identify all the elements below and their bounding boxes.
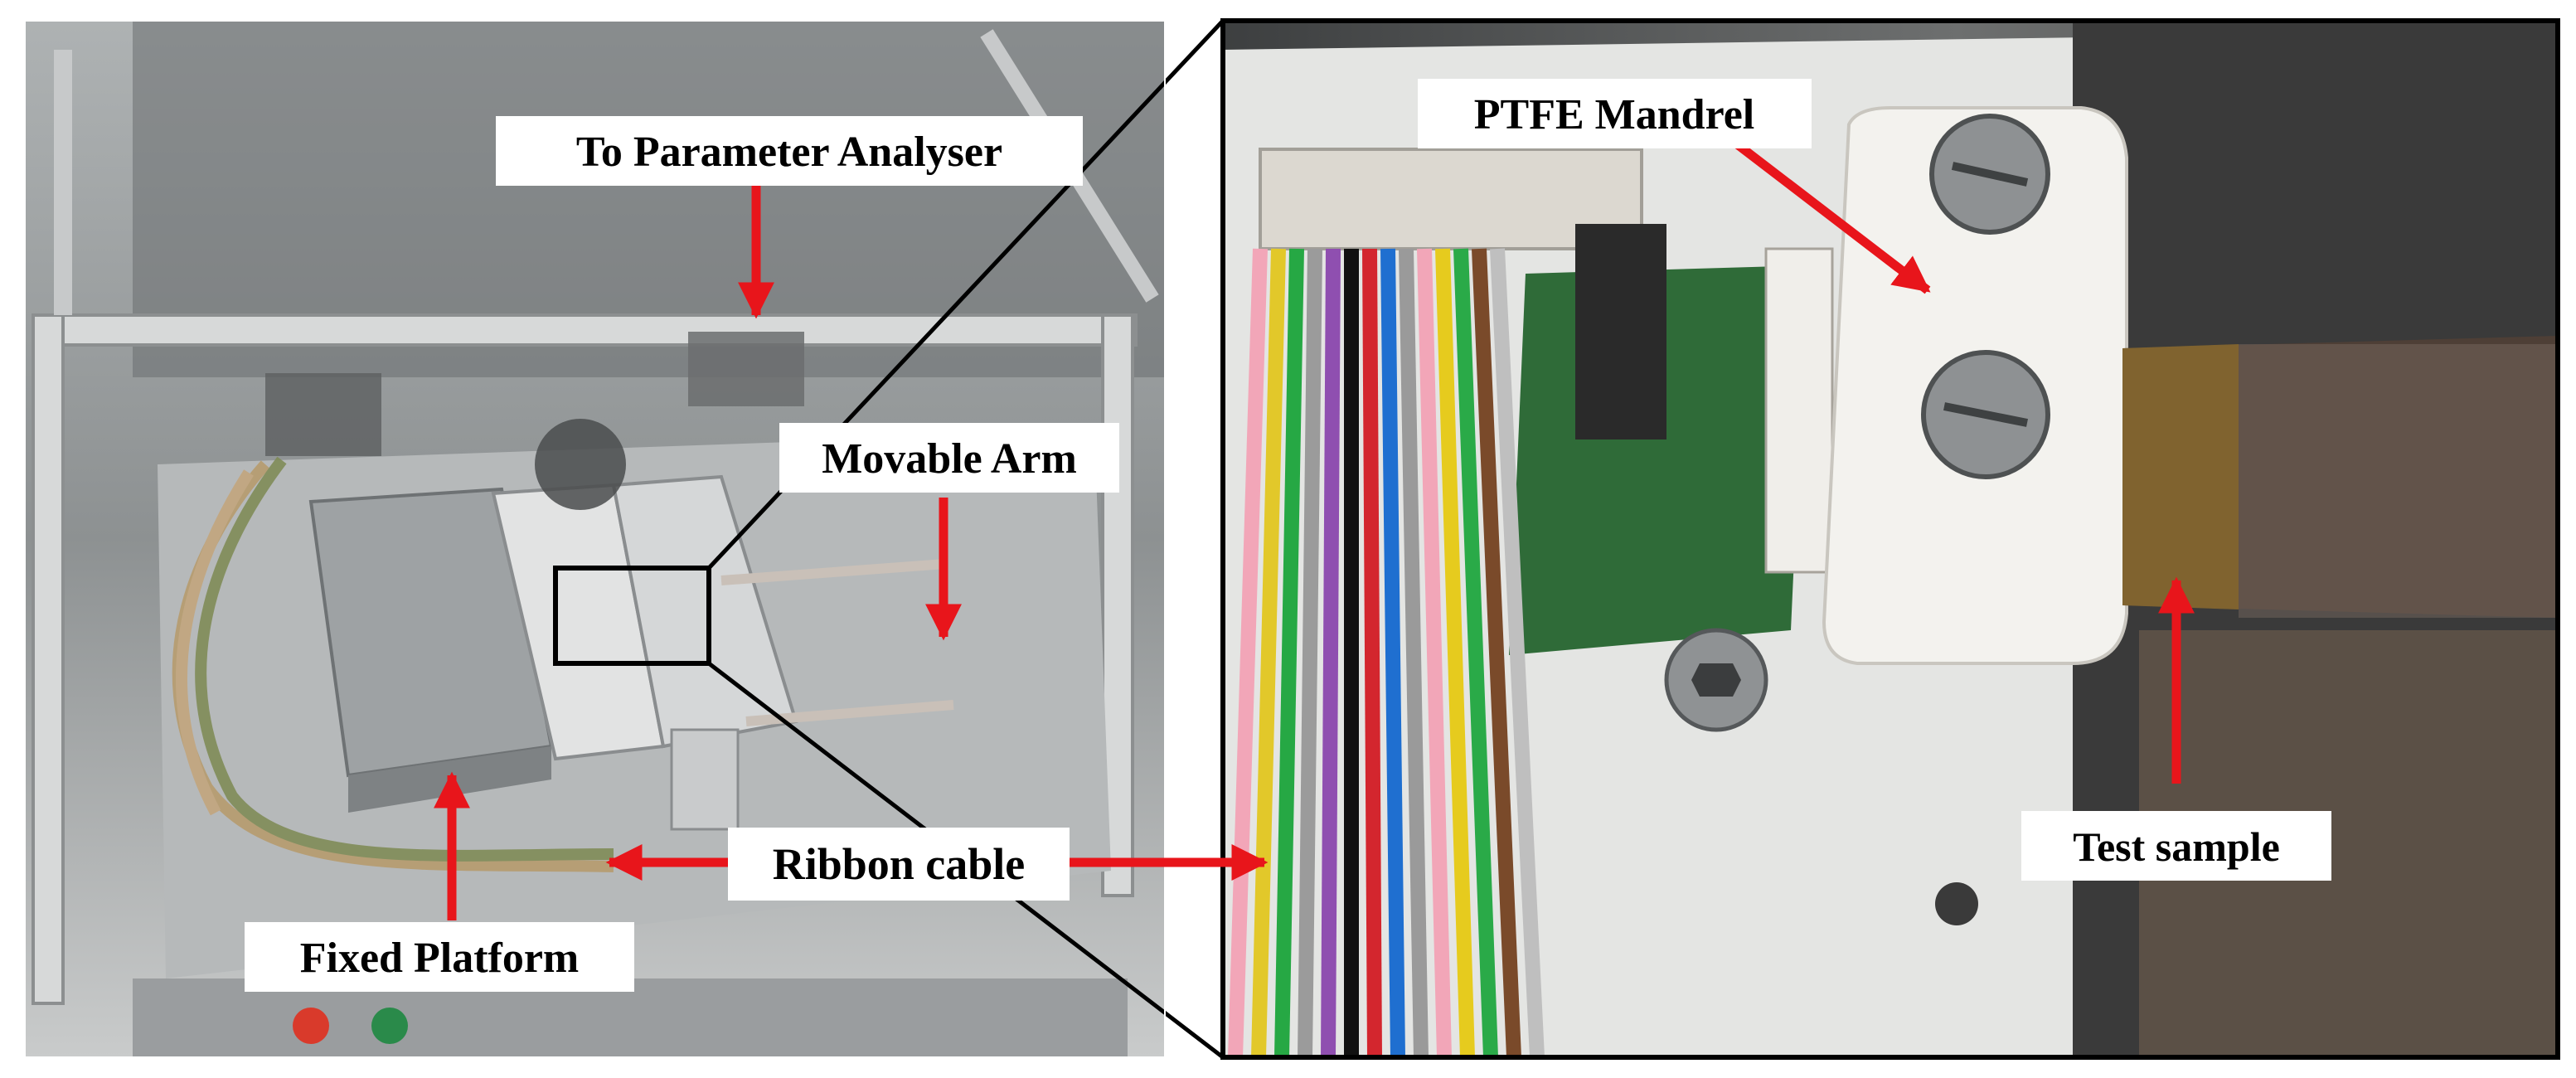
annotation-arrows [434,137,2195,920]
label-box-to-parameter-analyser [496,116,1083,186]
hex-bolt [1664,628,1768,732]
label-ribbon-cable: Ribbon cable [773,839,1026,889]
label-box-fixed-platform [245,922,634,992]
red-indicator-light [293,1008,329,1044]
ribbon-cable-wires [1228,248,1545,1058]
label-movable-arm: Movable Arm [822,435,1077,483]
labels: To Parameter Analyser Movable Arm Ribbon… [245,79,2331,992]
left-photo-frame [24,20,1166,1058]
enclosure-frame [32,313,1138,347]
label-test-sample: Test sample [2073,823,2280,870]
label-box-movable-arm [779,423,1119,493]
threaded-hole [1935,882,1978,925]
label-box-ribbon-cable [728,828,1070,901]
label-to-parameter-analyser: To Parameter Analyser [576,129,1002,176]
arrow-ptfe-mandrel [1729,137,1931,294]
label-ptfe-mandrel: PTFE Mandrel [1474,91,1754,138]
zoom-region-box [553,566,711,666]
movable-arm [491,474,954,831]
green-indicator-light [371,1008,408,1044]
right-photo-frame [1220,18,2560,1060]
right-photo [1223,21,2558,1058]
label-fixed-platform: Fixed Platform [300,935,579,982]
label-box-test-sample [2021,811,2331,881]
ptfe-mandrel-block [1822,106,2128,665]
left-photo [25,21,1165,1057]
label-box-ptfe-mandrel [1418,79,1812,148]
